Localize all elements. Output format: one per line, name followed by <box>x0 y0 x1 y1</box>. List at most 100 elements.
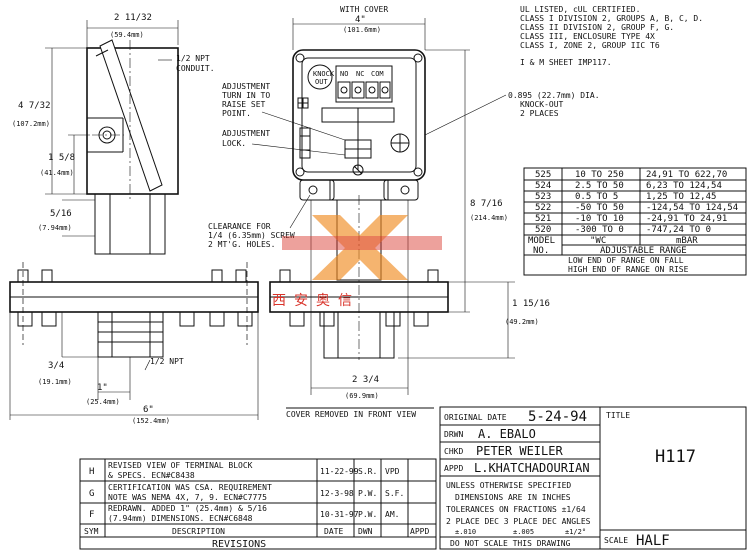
dim-height-d: 3/4 <box>48 361 64 371</box>
chkd-label: CHKD <box>444 447 463 456</box>
callout-npt-conduit: 1/2 NPT <box>176 54 210 63</box>
range-note-high: HIGH END OF RANGE ON RISE <box>568 265 689 274</box>
rev-desc: REDRAWN. ADDED 1" (25.4mm) & 5/16 <box>108 504 267 513</box>
tolerance-value: ±.005 <box>513 528 534 536</box>
approval-line: CLASS II DIVISION 2, GROUP F, G. <box>520 23 674 32</box>
callout-adj-lock: ADJUSTMENT <box>222 129 270 138</box>
dim-top-width-mm: (59.4mm) <box>110 31 144 39</box>
rev-head-dwn: DWN <box>358 527 373 536</box>
dim-width-1-mm: (25.4mm) <box>86 398 120 406</box>
dim-width-e: 2 3/4 <box>352 375 379 385</box>
scale-label: SCALE <box>604 536 628 545</box>
range-mbar: -124,54 TO 124,54 <box>646 203 738 213</box>
title-label: TITLE <box>606 411 630 420</box>
cover-removed-note: COVER REMOVED IN FRONT VIEW <box>286 410 416 419</box>
range-wc: 0.5 TO 5 <box>575 192 618 202</box>
dim-height-b-mm: (41.4mm) <box>40 169 74 177</box>
dim-height-total-mm: (214.4mm) <box>470 214 508 222</box>
dim-width-1: 1" <box>97 383 108 393</box>
callout-clearance: CLEARANCE FOR <box>208 222 271 231</box>
dim-height-a: 4 7/32 <box>18 101 51 111</box>
rev-by: P.W. <box>358 510 377 519</box>
front-view: WITH COVER 4" (101.6mm) KNOCK OUT NO NC … <box>208 5 600 419</box>
rev-appd: VPD <box>385 467 400 476</box>
callout-npt-conduit: CONDUIT. <box>176 64 215 73</box>
revisions-footer: REVISIONS <box>212 539 266 550</box>
terminal-com: COM <box>371 70 384 78</box>
terminal-nc: NC <box>356 70 364 78</box>
range-mbar: -24,91 TO 24,91 <box>646 214 727 224</box>
rev-desc: (7.94mm) DIMENSIONS. ECN#C6848 <box>108 514 253 523</box>
range-head-wc: "WC <box>590 236 606 246</box>
tolerance-value: ±1/2° <box>565 528 586 536</box>
callout-knockout: KNOCK-OUT <box>520 100 564 109</box>
tolerance-value: ±.010 <box>455 528 476 536</box>
side-view: 2 11/32 (59.4mm) 4 7/32 (107.2mm) 1 5/8 … <box>9 13 259 425</box>
approval-line: UL LISTED, cUL CERTIFIED. <box>520 5 640 14</box>
rev-date: 11-22-99 <box>320 467 359 476</box>
original-date: 5-24-94 <box>528 409 587 425</box>
range-mbar: 1,25 TO 12,45 <box>646 192 716 202</box>
dim-height-f: 1 15/16 <box>512 299 550 309</box>
range-model: 522 <box>535 203 551 213</box>
rev-appd: S.F. <box>385 489 404 498</box>
drawing-title: H117 <box>655 447 696 467</box>
range-mbar: -747,24 TO 0 <box>646 225 711 235</box>
callout-knockout: 0.895 (22.7mm) DIA. <box>508 91 600 100</box>
chkd-name: PETER WEILER <box>476 444 563 458</box>
dim-width-6-mm: (152.4mm) <box>132 417 170 425</box>
range-model: 520 <box>535 225 551 235</box>
original-date-label: ORIGINAL DATE <box>444 413 507 422</box>
rev-sym: F <box>89 510 94 520</box>
tolerance-note: TOLERANCES ON FRACTIONS ±1/64 <box>446 505 586 514</box>
im-sheet-note: I & M SHEET IMP117. <box>520 58 612 67</box>
dim-width-e-mm: (69.9mm) <box>345 392 379 400</box>
callout-adjustment: POINT. <box>222 109 251 118</box>
approval-notes: UL LISTED, cUL CERTIFIED. CLASS I DIVISI… <box>520 5 703 67</box>
rev-head-appd: APPD <box>410 527 429 536</box>
drwn-name: A. EBALO <box>478 427 536 441</box>
range-model: 523 <box>535 192 551 202</box>
approval-line: CLASS I DIVISION 2, GROUPS A, B, C, D. <box>520 14 703 23</box>
range-wc: -300 TO 0 <box>575 225 624 235</box>
appd-name: L.KHATCHADOURIAN <box>474 461 590 475</box>
range-head-no: NO. <box>533 246 549 256</box>
dim-height-c-mm: (7.94mm) <box>38 224 72 232</box>
range-wc: 10 TO 250 <box>575 170 624 180</box>
rev-head-date: DATE <box>324 527 343 536</box>
rev-desc: & SPECS. ECN#C8438 <box>108 471 195 480</box>
range-table: 525 10 TO 250 24,91 TO 622,70 524 2.5 TO… <box>523 167 747 276</box>
knockout-label: KNOCK <box>313 70 335 78</box>
range-mbar: 6,23 TO 124,54 <box>646 181 722 191</box>
range-model: 521 <box>535 214 551 224</box>
callout-adj-lock: LOCK. <box>222 139 246 148</box>
drwn-label: DRWN <box>444 430 463 439</box>
range-head-mbar: mBAR <box>676 236 698 246</box>
range-mbar: 24,91 TO 622,70 <box>646 170 727 180</box>
revisions-table: H REVISED VIEW OF TERMINAL BLOCK & SPECS… <box>79 458 437 550</box>
callout-npt-bottom: 1/2 NPT <box>150 357 184 366</box>
range-head-model: MODEL <box>528 236 555 246</box>
rev-sym: H <box>89 467 94 477</box>
range-model: 525 <box>535 170 551 180</box>
rev-head-desc: DESCRIPTION <box>172 527 225 536</box>
rev-by: P.W. <box>358 489 377 498</box>
tolerance-note: DIMENSIONS ARE IN INCHES <box>455 493 571 502</box>
label-with-cover: WITH COVER <box>340 5 388 14</box>
watermark-text: 西安奥信 <box>272 292 360 309</box>
terminal-no: NO <box>340 70 348 78</box>
dim-height-d-mm: (19.1mm) <box>38 378 72 386</box>
range-head-range: ADJUSTABLE RANGE <box>600 246 687 256</box>
dim-height-f-mm: (49.2mm) <box>505 318 539 326</box>
rev-appd: AM. <box>385 510 399 519</box>
approval-line: CLASS I, ZONE 2, GROUP IIC T6 <box>520 41 660 50</box>
callout-clearance: 2 MT'G. HOLES. <box>208 240 275 249</box>
rev-desc: CERTIFICATION WAS CSA. REQUIREMENT <box>108 483 272 492</box>
company-watermark <box>282 215 442 280</box>
dim-width-4: 4" <box>355 15 366 25</box>
callout-knockout: 2 PLACES <box>520 109 559 118</box>
dim-height-b: 1 5/8 <box>48 153 75 163</box>
appd-label: APPD <box>444 464 463 473</box>
callout-adjustment: RAISE SET <box>222 100 266 109</box>
